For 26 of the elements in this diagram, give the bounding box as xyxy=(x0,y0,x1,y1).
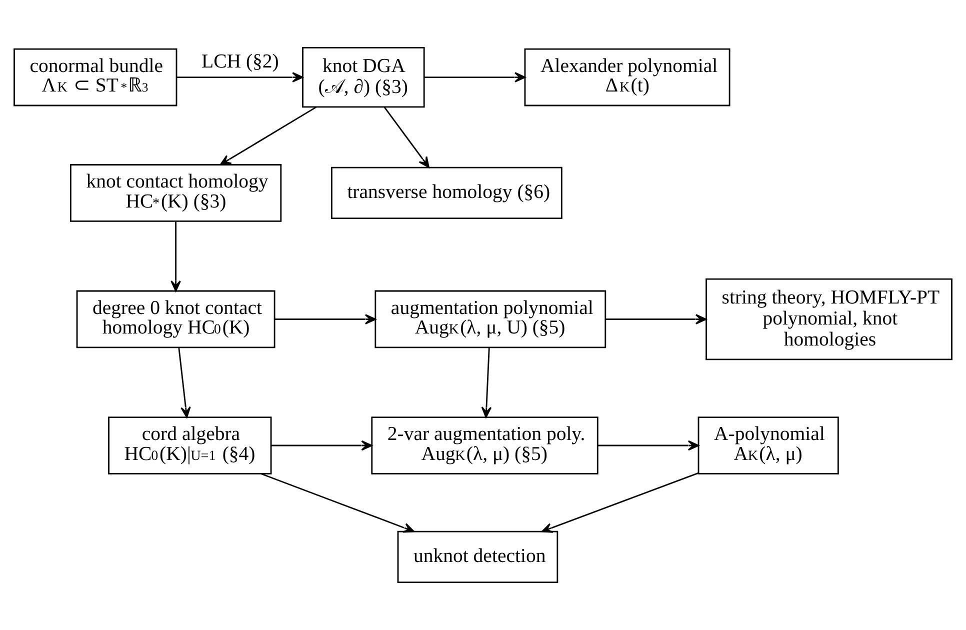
node-box: conormal bundle ΛK ⊂ ST*ℝ3 xyxy=(14,48,178,106)
arrow xyxy=(260,473,414,533)
edge-label: LCH (§2) xyxy=(202,50,279,73)
node-box: transverse homology (§6) xyxy=(330,166,562,220)
node-box: degree 0 knot contact homology HC0(K) xyxy=(76,290,276,348)
node-box: knot DGA (𝒜, ∂) (§3) xyxy=(302,46,425,108)
arrow xyxy=(220,106,316,166)
node-box: cord algebra HC0(K)|U=1 (§4) xyxy=(108,416,272,474)
arrow xyxy=(176,72,304,82)
arrow xyxy=(384,106,430,168)
arrow xyxy=(178,348,191,418)
arrow xyxy=(170,222,181,292)
node-box: knot contact homology HC*(K) (§3) xyxy=(70,164,282,222)
node-box: 2-var augmentation poly. AugK(λ, μ) (§5) xyxy=(371,416,598,474)
arrow xyxy=(274,314,376,324)
node-box: A-polynomial AK(λ, μ) xyxy=(698,416,839,474)
node-box: Alexander polynomial ΔK(t) xyxy=(524,48,730,106)
arrow xyxy=(605,314,707,324)
node-box: string theory, HOMFLY-PT polynomial, knot homologies xyxy=(706,278,952,360)
arrow xyxy=(541,472,699,533)
arrow xyxy=(598,440,700,451)
arrow xyxy=(424,72,526,82)
node-box: augmentation polynomial AugK(λ, μ, U) (§5) xyxy=(374,290,606,348)
node-box: unknot detection xyxy=(397,530,558,584)
arrow xyxy=(271,440,372,451)
arrow xyxy=(481,348,492,418)
